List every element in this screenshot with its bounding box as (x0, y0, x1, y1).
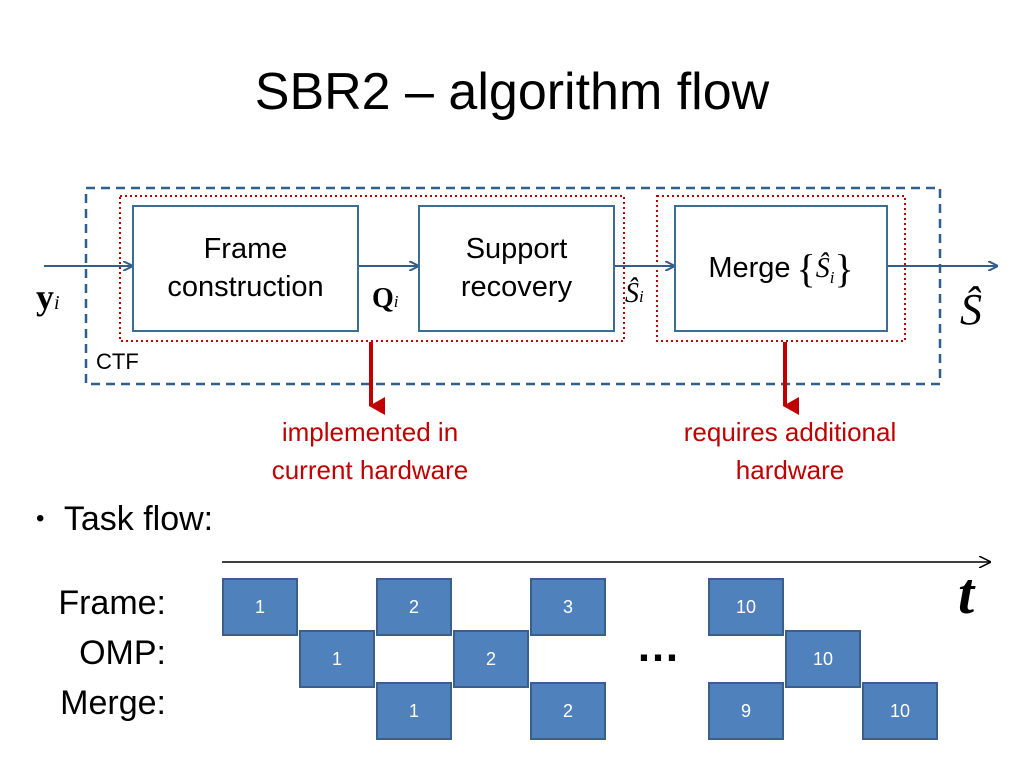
merge-set-s: Ŝ (815, 252, 830, 284)
note-additional-hardware-line1: requires additional (683, 417, 897, 447)
row-label-omp: OMP: (79, 634, 166, 672)
additional-hardware-group (656, 195, 906, 342)
frame-cell: 3 (530, 578, 606, 636)
merge-label: Merge (708, 251, 791, 284)
s-hat-subscript: i (639, 287, 644, 306)
ctf-label: CTF (96, 349, 139, 374)
s-hat-symbol: Ŝ (625, 278, 639, 309)
q-symbol: Q (372, 283, 394, 314)
omp-cell: 1 (299, 630, 375, 688)
frame-cell: 10 (708, 578, 784, 636)
input-y-subscript: i (54, 292, 60, 314)
merge-set-sub: i (829, 267, 835, 287)
support-recovery-block: Support recovery (418, 205, 615, 332)
q-label: Qi (372, 283, 399, 315)
merge-cell: 1 (376, 682, 452, 740)
row-label-merge: Merge: (60, 684, 166, 722)
merge-cell: 2 (530, 682, 606, 740)
input-y-symbol: y (36, 277, 54, 317)
note-additional-hardware-line2: hardware (735, 454, 845, 485)
s-hat-i-label: Ŝi (625, 278, 644, 310)
current-hardware-group (119, 195, 625, 342)
frame-cell: 1 (222, 578, 298, 636)
ellipsis: … (636, 622, 680, 671)
support-recovery-label: Support recovery (460, 233, 573, 303)
merge-set-brace-open: { (796, 245, 816, 291)
frame-construction-block: Frame construction (132, 205, 359, 332)
output-s-hat: Ŝ (960, 285, 982, 334)
merge-cell: 9 (708, 682, 784, 740)
note-current-hardware: implemented in current hardware (220, 414, 520, 489)
merge-set-brace-close: } (834, 245, 854, 291)
ctf-dashed-border (84, 186, 942, 386)
row-label-frame: Frame: (58, 584, 166, 622)
frame-cell: 2 (376, 578, 452, 636)
merge-block: Merge { Ŝ i } (674, 205, 888, 332)
time-label: t (958, 561, 975, 626)
merge-cell: 10 (862, 682, 938, 740)
note-current-hardware-line2: current hardware (271, 454, 469, 485)
task-flow-bullet: • Task flow: (36, 500, 213, 539)
frame-construction-label: Frame construction (167, 233, 324, 303)
task-flow-label: Task flow: (63, 500, 214, 538)
note-current-hardware-line1: implemented in (281, 417, 459, 447)
page-title: SBR2 – algorithm flow (254, 63, 770, 121)
bullet-dot: • (36, 505, 45, 532)
input-y-label: yi (36, 276, 60, 318)
omp-cell: 10 (785, 630, 861, 688)
q-subscript: i (393, 292, 399, 311)
omp-cell: 2 (453, 630, 529, 688)
note-additional-hardware: requires additional hardware (640, 414, 940, 489)
